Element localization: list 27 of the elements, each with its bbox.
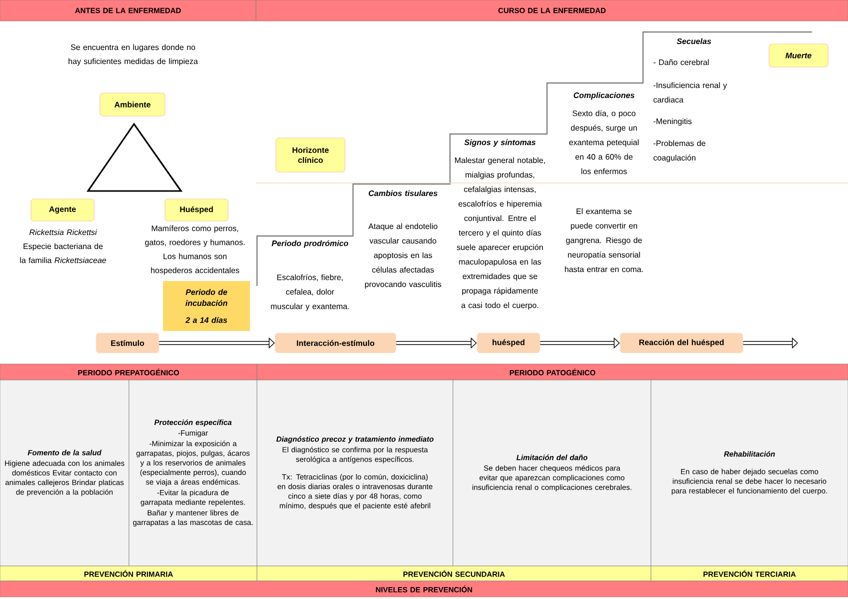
- label-box: Muerte: [768, 44, 828, 68]
- stage-heading: Cambios tisulares: [368, 190, 438, 196]
- label-box: Huésped: [164, 198, 228, 222]
- stage-box: huésped: [476, 332, 540, 354]
- caption-text: Se encuentra en lugares donde no hay suficientes medidas de limpieza: [68, 44, 198, 66]
- list-item: -Meningitis: [654, 118, 692, 126]
- stage-box: Estímulo: [96, 332, 160, 354]
- stage-text: Malestar general notable, mialgias profundas, cefalalgias intensas, escalofríos e hiperemia conjuntival. Entre el tercero y el quinto días suele aparecer erupción maculopapulosa en las extremidades que se propaga rápidamente a casi todo el cuerpo.: [455, 157, 545, 310]
- stage-heading: Periodo prodrómico: [272, 240, 348, 248]
- label-box: Agente: [30, 198, 94, 222]
- label-box: Ambiente: [100, 92, 166, 116]
- stage-heading: Secuelas: [676, 38, 712, 44]
- stage-text: El exantema se puede convertir en gangrena. Riesgo de neuropatía sensorial hasta entrar en coma.: [564, 208, 643, 272]
- stage-text: Escalofríos, fiebre, cefalea, dolor muscular y exantema.: [270, 274, 349, 311]
- stage-heading: Complicaciones: [574, 92, 634, 100]
- caption-text: Mamíferos como perros, gatos, roedores y humanos. Los humanos son hospederos accidentales: [145, 225, 244, 275]
- caption-text: Rickettsia Rickettsi Especie bacteriana de la familia Rickettsiaceae: [20, 229, 106, 264]
- list-item: -Problemas de coagulación: [654, 140, 706, 162]
- stage-text: Ataque al endotelio vascular causando apoptosis en las células afectadas provocando vasculitis: [365, 223, 442, 289]
- list-item: - Daño cerebral: [654, 59, 709, 66]
- list-item: -Insuficiencia renal y cardiaca: [654, 82, 727, 103]
- incubation-box: Periodo de incubación 2 a 14 días: [163, 281, 250, 331]
- stage-text: Sexto día, o poco después, surge un exantema petequial en 40 a 60% de los enfermos: [569, 110, 639, 174]
- stage-box: Reacción del huésped: [620, 332, 744, 354]
- stage-heading: Signos y síntomas: [464, 139, 536, 147]
- stage-box: Interacción-estímulo: [274, 332, 396, 354]
- label-box: Horizonte clínico: [276, 138, 346, 172]
